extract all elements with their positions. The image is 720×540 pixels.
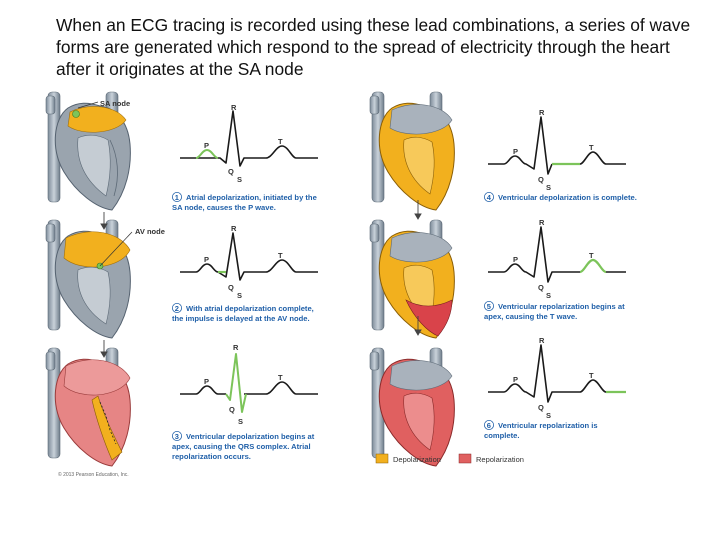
heart-stage-2 xyxy=(45,219,131,339)
ecg3-q-label: Q xyxy=(229,405,235,414)
ecg2-p-label: P xyxy=(204,255,209,264)
ecg5-q-label: Q xyxy=(538,283,544,292)
legend-repolarization-label: Repolarization xyxy=(476,455,524,464)
av-node-pointer xyxy=(99,231,133,267)
ecg2-t-label: T xyxy=(278,251,283,260)
ecg2-s-label: S xyxy=(237,291,242,300)
ecg-trace-1 xyxy=(180,110,318,167)
svg-text:the impulse is delayed at the: the impulse is delayed at the AV node. xyxy=(172,314,310,323)
step-caption-6: 6 Ventricular repolarization is complete… xyxy=(483,419,598,440)
ecg2-q-label: Q xyxy=(228,283,234,292)
step-caption-5: 5 Ventricular repolarization begins at a… xyxy=(483,300,625,321)
svg-text:repolarization occurs.: repolarization occurs. xyxy=(172,452,251,461)
heart-stage-5 xyxy=(369,219,455,339)
ecg1-r-label: R xyxy=(231,103,237,112)
ecg5-t-label: T xyxy=(589,251,594,260)
legend: Depolarization Repolarization xyxy=(375,453,524,464)
ecg1-p-label: P xyxy=(204,141,209,150)
heart-stage-3 xyxy=(45,347,131,467)
svg-text:4: 4 xyxy=(487,193,492,202)
svg-text:Ventricular depolarization beg: Ventricular depolarization begins at xyxy=(186,432,315,441)
ecg6-s-label: S xyxy=(546,411,551,420)
ecg5-p-label: P xyxy=(513,255,518,264)
ecg4-q-label: Q xyxy=(538,175,544,184)
svg-text:Ventricular depolarization is: Ventricular depolarization is complete. xyxy=(498,193,637,202)
slide-title: When an ECG tracing is recorded using th… xyxy=(56,15,691,79)
ecg4-t-label: T xyxy=(589,143,594,152)
svg-text:6: 6 xyxy=(487,421,491,430)
ecg4-s-label: S xyxy=(546,183,551,192)
ecg6-p-label: P xyxy=(513,375,518,384)
ecg4-p-label: P xyxy=(513,147,518,156)
legend-depolarization-swatch xyxy=(375,453,389,464)
heart-stage-4 xyxy=(369,91,455,211)
svg-text:apex, causing the QRS complex.: apex, causing the QRS complex. Atrial xyxy=(172,442,311,451)
ecg1-t-label: T xyxy=(278,137,283,146)
svg-text:5: 5 xyxy=(487,302,491,311)
sa-node-label: SA node xyxy=(100,99,130,108)
legend-depolarization-label: Depolarization xyxy=(393,455,441,464)
ecg2-r-label: R xyxy=(231,224,237,233)
svg-text:SA node, causes the P wave.: SA node, causes the P wave. xyxy=(172,203,276,212)
ecg3-r-label: R xyxy=(233,343,239,352)
flow-arrows xyxy=(100,200,422,358)
ecg-trace-4 xyxy=(488,116,626,175)
svg-text:Ventricular repolarization is: Ventricular repolarization is xyxy=(498,421,598,430)
ecg3-t-label: T xyxy=(278,373,283,382)
ecg3-s-label: S xyxy=(238,417,243,426)
ecg-trace-6 xyxy=(488,344,626,403)
svg-text:complete.: complete. xyxy=(484,431,519,440)
copyright-text: © 2013 Pearson Education, Inc. xyxy=(58,471,129,478)
heart-stage-6 xyxy=(369,347,455,467)
svg-text:1: 1 xyxy=(175,193,179,202)
step-caption-1: 1 Atrial depolarization, initiated by th… xyxy=(171,191,317,212)
ecg6-t-label: T xyxy=(589,371,594,380)
ecg3-p-label: P xyxy=(204,377,209,386)
ecg-trace-5 xyxy=(488,226,626,283)
ecg1-s-label: S xyxy=(237,175,242,184)
svg-text:apex, causing the T wave.: apex, causing the T wave. xyxy=(484,312,577,321)
legend-repolarization-swatch xyxy=(458,453,472,464)
svg-text:2: 2 xyxy=(175,304,179,313)
sa-node-pointer xyxy=(77,101,99,109)
step-caption-3: 3 Ventricular depolarization begins at a… xyxy=(171,430,315,461)
ecg6-r-label: R xyxy=(539,336,545,345)
svg-text:3: 3 xyxy=(175,432,179,441)
svg-text:Atrial depolarization, initiat: Atrial depolarization, initiated by the xyxy=(186,193,317,202)
svg-text:With atrial depolarization com: With atrial depolarization complete, xyxy=(186,304,314,313)
ecg-trace-2 xyxy=(180,232,318,281)
step-caption-4: 4 Ventricular depolarization is complete… xyxy=(483,191,637,202)
ecg5-r-label: R xyxy=(539,218,545,227)
ecg4-r-label: R xyxy=(539,108,545,117)
ecg-trace-3 xyxy=(180,353,318,413)
ecg6-q-label: Q xyxy=(538,403,544,412)
heart-stage-1 xyxy=(45,91,131,211)
svg-text:Ventricular repolarization beg: Ventricular repolarization begins at xyxy=(498,302,625,311)
ecg5-s-label: S xyxy=(546,291,551,300)
step-caption-2: 2 With atrial depolarization complete, t… xyxy=(171,302,314,323)
ecg1-q-label: Q xyxy=(228,167,234,176)
av-node-label: AV node xyxy=(135,227,165,236)
